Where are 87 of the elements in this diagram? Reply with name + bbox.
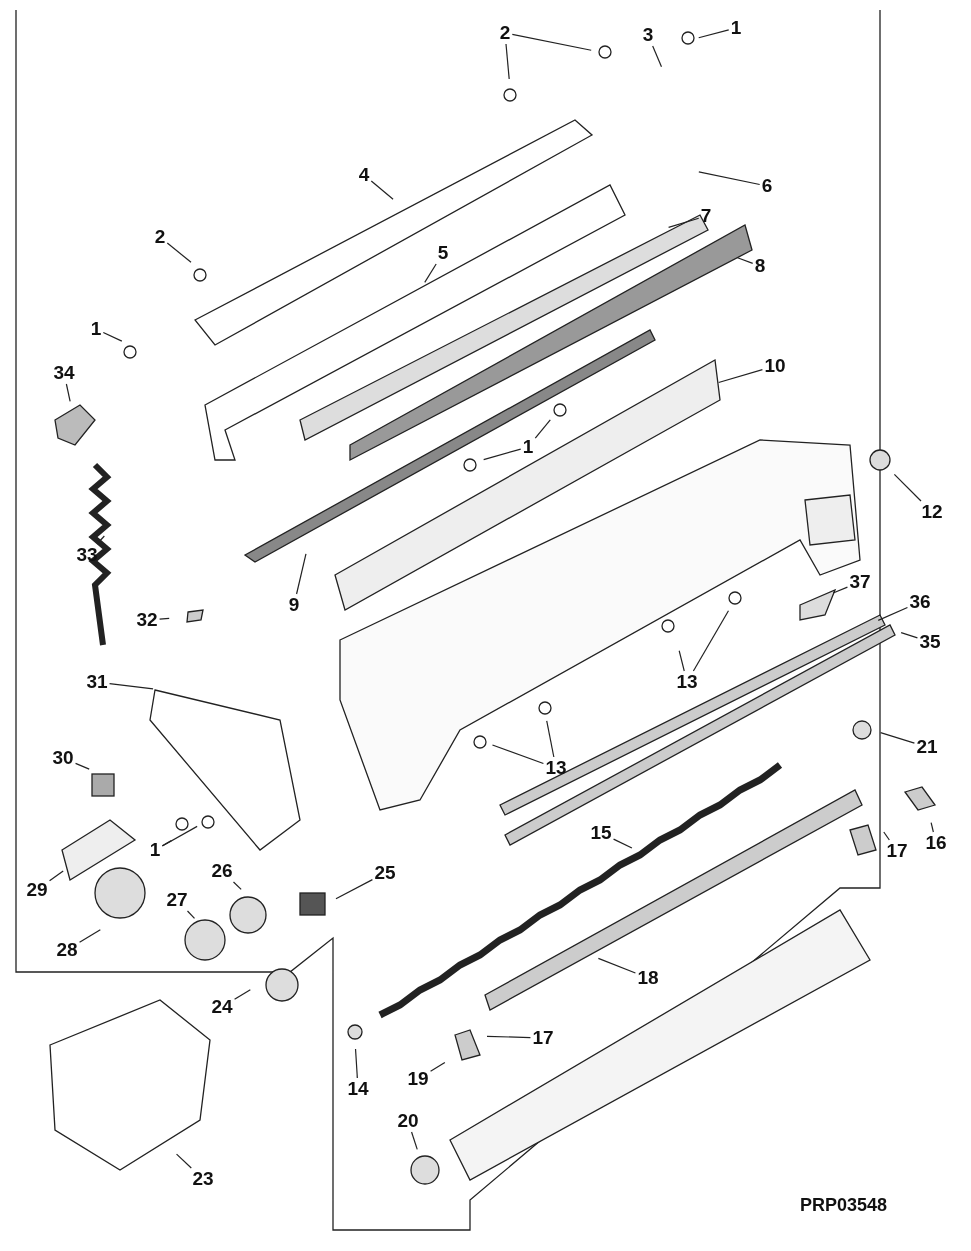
leader-line (108, 682, 154, 690)
callout-number: 2 (152, 226, 168, 248)
leader-line (486, 1035, 532, 1039)
leader-line (900, 632, 919, 639)
callout-number: 28 (54, 939, 80, 961)
leader-line (877, 606, 909, 621)
leader-line (410, 1131, 418, 1151)
leader-line (158, 617, 170, 620)
leader-line (96, 535, 105, 545)
callout-number: 35 (917, 631, 943, 653)
leader-line (546, 720, 555, 758)
callout-number: 17 (884, 840, 910, 862)
callout-number: 17 (530, 1027, 556, 1049)
callout-number: 32 (134, 609, 160, 631)
leader-line (102, 331, 123, 342)
leader-line (74, 762, 90, 770)
callout-number: 23 (190, 1168, 216, 1190)
leader-line (597, 957, 637, 974)
callout-number: 27 (164, 889, 190, 911)
drawing-number: PRP03548 (800, 1195, 888, 1216)
callout-number: 8 (752, 255, 768, 277)
callout-number: 25 (372, 862, 398, 884)
leader-line (678, 650, 685, 672)
callout-number: 5 (435, 242, 451, 264)
leader-line (491, 744, 545, 765)
leader-line (698, 29, 730, 39)
callout-number: 33 (74, 544, 100, 566)
leader-line (232, 881, 242, 890)
callout-number: 1 (88, 318, 104, 340)
leader-line (832, 586, 849, 594)
callout-number: 3 (640, 24, 656, 46)
callout-number: 30 (50, 747, 76, 769)
leader-line (505, 43, 510, 80)
leader-line (78, 929, 101, 943)
leader-line (65, 383, 71, 402)
leader-line (692, 610, 730, 672)
callout-number: 16 (923, 832, 949, 854)
leader-line (698, 171, 761, 186)
leader-line (511, 33, 592, 51)
leader-line (930, 822, 934, 833)
leader-line (534, 419, 551, 439)
callout-number: 36 (907, 591, 933, 613)
leader-line (354, 1048, 358, 1079)
callout-number: 1 (520, 436, 536, 458)
callout-number: 9 (286, 594, 302, 616)
callout-number: 10 (762, 355, 788, 377)
callout-number: 29 (24, 879, 50, 901)
callout-number: 21 (914, 736, 940, 758)
leader-line (424, 263, 437, 283)
callout-number: 15 (588, 822, 614, 844)
leader-line (893, 473, 922, 502)
callout-number: 13 (674, 671, 700, 693)
callout-number: 20 (395, 1110, 421, 1132)
leader-line (186, 910, 196, 919)
leader-line (612, 838, 633, 849)
leader-line (883, 831, 890, 841)
callout-number: 14 (345, 1078, 371, 1100)
callout-number: 34 (51, 362, 77, 384)
leader-line (652, 45, 663, 68)
callout-number: 26 (209, 860, 235, 882)
leader-line (370, 180, 394, 200)
leader-line (718, 369, 764, 384)
callout-number: 7 (698, 205, 714, 227)
callout-number: 12 (919, 501, 945, 523)
callout-number: 1 (147, 839, 163, 861)
leader-line (175, 1153, 192, 1169)
leader-line (668, 217, 700, 228)
leader-line (233, 989, 251, 1000)
leader-line (335, 879, 374, 900)
callout-number: 18 (635, 967, 661, 989)
callout-number: 2 (497, 22, 513, 44)
leader-line (166, 242, 192, 263)
callout-number: 19 (405, 1068, 431, 1090)
leader-line (429, 1061, 446, 1072)
leader-line (880, 732, 916, 744)
leader-line (295, 553, 307, 595)
callout-number: 37 (847, 571, 873, 593)
leader-line (736, 257, 754, 264)
leader-line (483, 448, 522, 461)
callout-number: 24 (209, 996, 235, 1018)
callout-number: 31 (84, 671, 110, 693)
callout-number: 4 (356, 164, 372, 186)
leader-line (161, 825, 198, 847)
callout-number: 13 (543, 757, 569, 779)
leader-line (48, 870, 64, 882)
callout-number: 6 (759, 175, 775, 197)
callout-number: 1 (728, 17, 744, 39)
